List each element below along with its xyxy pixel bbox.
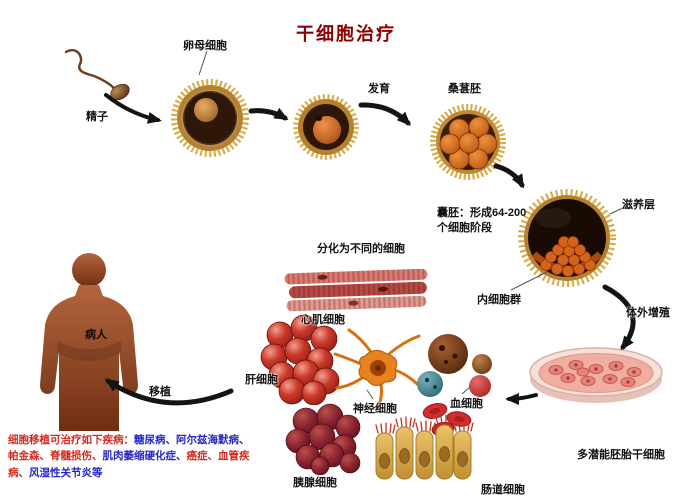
label-development: 发育	[368, 83, 390, 95]
label-intestine-cells: 肠道细胞	[481, 484, 525, 496]
petri-dish-illustration	[526, 337, 666, 415]
note-segment: 帕金森、脊髓损伤、	[8, 450, 103, 463]
page-title: 干细胞治疗	[296, 24, 396, 44]
blastocyst-illustration	[513, 184, 621, 292]
label-in-vitro-proliferation: 体外增殖	[626, 307, 670, 319]
blastocyst-caption-line2: 个细胞阶段	[437, 222, 492, 234]
label-blood-cells: 血细胞	[450, 398, 483, 410]
label-sperm: 精子	[86, 111, 108, 123]
label-oocyte: 卵母细胞	[183, 40, 227, 52]
blastocyst-caption: 囊胚：形成64-200 个细胞阶段	[437, 206, 526, 236]
label-inner-cell-mass: 内细胞群	[477, 294, 521, 306]
patient-silhouette	[35, 249, 143, 431]
neuron-illustration	[331, 324, 426, 414]
cardiac-muscle-illustration	[283, 269, 433, 313]
label-liver-cells: 肝细胞	[245, 374, 278, 386]
note-segment: 细胞移植可治疗如下疾病：	[8, 434, 134, 446]
oocyte-illustration	[169, 77, 251, 159]
morula-illustration	[427, 101, 509, 183]
arrow-development	[358, 102, 411, 126]
label-cardiac-cells: 心肌细胞	[301, 314, 345, 326]
arrow-fertilization	[248, 107, 289, 121]
label-morula: 桑葚胚	[448, 83, 481, 95]
label-pluripotent-stem-cells: 多潜能胚胎干细胞	[577, 449, 665, 461]
note-segment: 糖尿病、阿尔兹海默病、	[134, 434, 250, 446]
pointer-oocyte	[198, 50, 208, 76]
assorted-cells-illustration	[408, 326, 508, 406]
blastocyst-caption-line1: 囊胚：形成64-200	[437, 207, 527, 219]
label-trophoblast: 滋养层	[622, 199, 655, 211]
pancreatic-cells-illustration	[282, 403, 367, 475]
intestinal-cells-illustration	[371, 409, 476, 484]
fertilized-egg-illustration	[291, 92, 361, 162]
label-patient: 病人	[85, 329, 107, 341]
disease-note: 细胞移植可治疗如下疾病：糖尿病、阿尔兹海默病、帕金森、脊髓损伤、肌肉萎缩硬化症、…	[8, 432, 250, 481]
label-differentiation: 分化为不同的细胞	[317, 243, 405, 255]
label-pancreas-cells: 胰腺细胞	[293, 477, 337, 489]
label-nerve-cells: 神经细胞	[353, 403, 397, 415]
note-segment: 肌肉萎缩硬化症、	[102, 450, 187, 463]
liver-cells-illustration	[256, 313, 344, 405]
label-transplant: 移植	[149, 386, 171, 398]
note-segment: 风湿性关节炎等	[29, 466, 103, 479]
sperm-illustration	[62, 46, 142, 106]
note-segment: 癌症、血管疾病、	[8, 450, 250, 479]
